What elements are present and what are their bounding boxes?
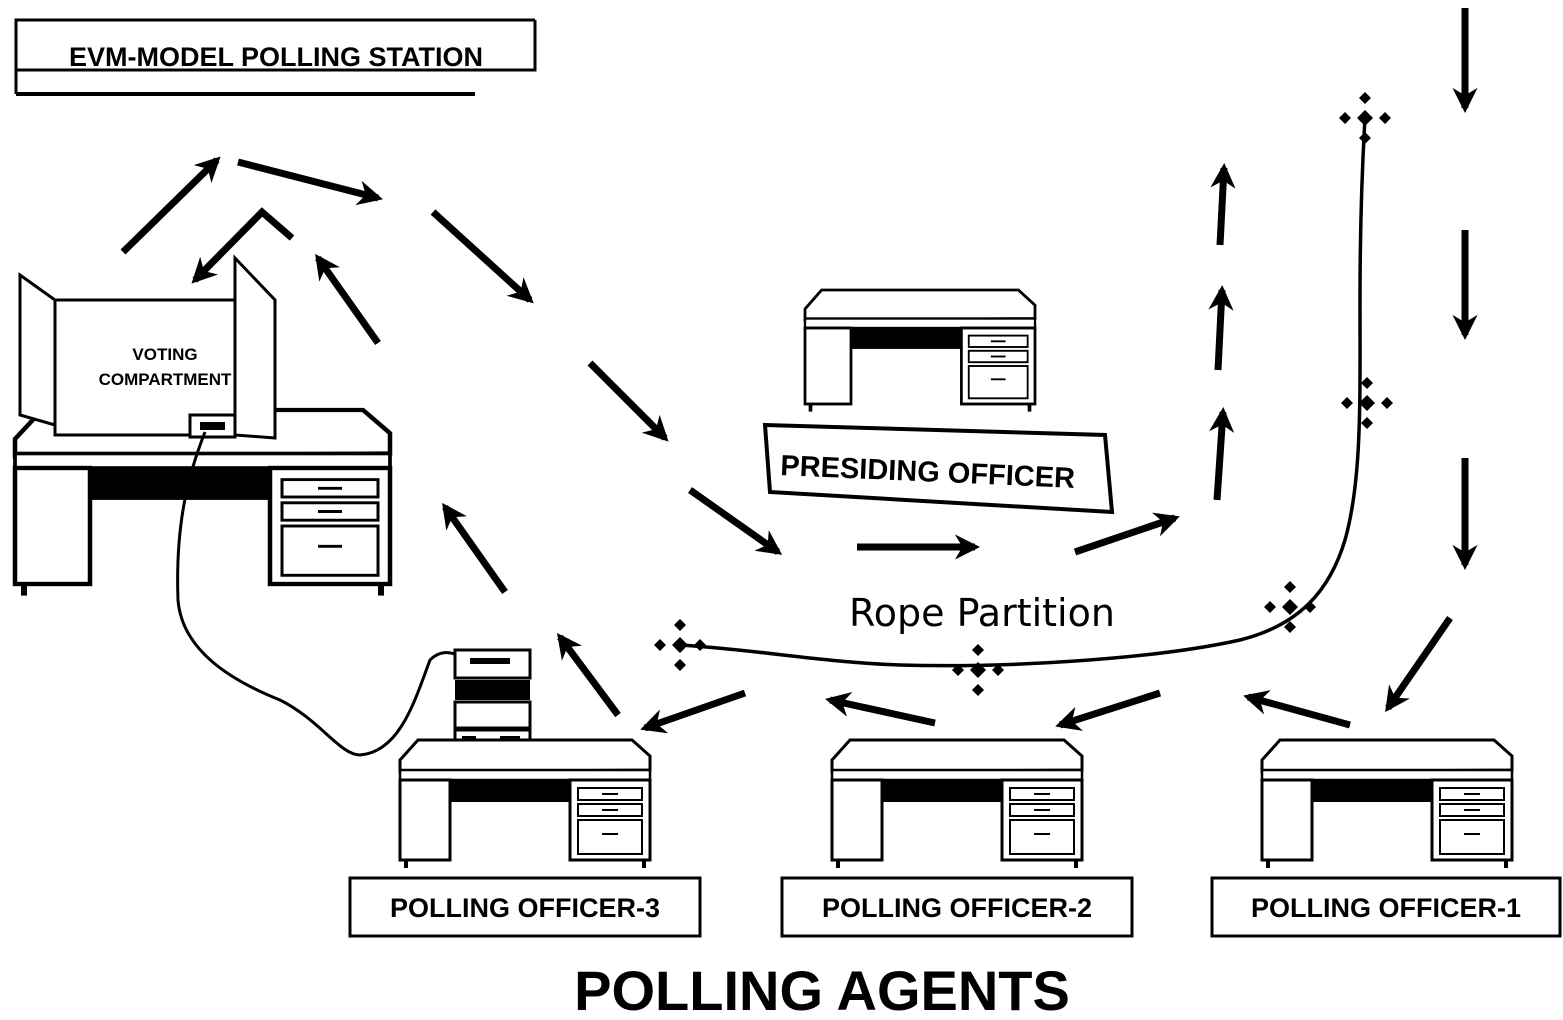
control-unit-middle — [455, 680, 530, 700]
polling-officer-1-frame — [1210, 876, 1562, 938]
polling-officer-3-label-box: POLLING OFFICER-3 — [348, 876, 702, 938]
exit-arrow-5 — [687, 487, 783, 555]
polling-officer-3-desk — [398, 738, 652, 870]
exit-arrow-4 — [587, 360, 669, 442]
compartment-entry-arrow — [315, 253, 381, 346]
polling-agents-label: POLLING AGENTS — [574, 959, 1070, 1020]
presiding-officer-sign — [762, 422, 1115, 515]
exit-arrow-2 — [237, 158, 383, 206]
to-officer-2-arrow — [1055, 689, 1162, 731]
title-box: EVM-MODEL POLLING STATION — [14, 18, 537, 96]
polling-officer-2-label-box: POLLING OFFICER-2 — [780, 876, 1134, 938]
polling-officer-3-frame — [348, 876, 702, 938]
rope-stanchion-2 — [1341, 377, 1393, 429]
exit-arrow-10 — [1210, 162, 1236, 246]
officer-2-arrow — [825, 692, 936, 727]
to-compartment-arrow — [442, 502, 508, 595]
exit-arrow-7 — [1073, 512, 1180, 556]
center-screen-panel — [53, 298, 237, 437]
voting-compartment: VOTING COMPARTMENT — [15, 254, 390, 596]
polling-officer-2-frame — [780, 876, 1134, 938]
polling-officer-2-label: POLLING OFFICER-2 — [822, 893, 1092, 923]
compartment-turn-arrow — [191, 207, 295, 284]
rope-stanchion-4 — [952, 644, 1004, 696]
polling-officer-1-label: POLLING OFFICER-1 — [1251, 893, 1521, 923]
left-screen-panel — [18, 272, 57, 427]
polling-officer-2-desk — [830, 738, 1084, 870]
rope-stanchion-5 — [654, 619, 706, 671]
exit-arrow-8 — [1209, 406, 1235, 501]
rope-partition-line — [679, 117, 1367, 668]
exit-arrow-9 — [1208, 284, 1234, 371]
control-unit-lower — [453, 700, 532, 730]
evm-cable — [176, 431, 459, 757]
officer-3-arrow — [556, 632, 621, 718]
polling-officer-1-label-box: POLLING OFFICER-1 — [1210, 876, 1562, 938]
polling-officer-1-desk — [1260, 738, 1514, 870]
rope-stanchion-3 — [1264, 581, 1316, 633]
rope-stanchion-1 — [1339, 92, 1391, 144]
voting-label-line2: COMPARTMENT — [99, 370, 232, 389]
exit-arrow-1 — [120, 156, 221, 255]
page-title: EVM-MODEL POLLING STATION — [69, 42, 483, 72]
voter-flow-arrows — [120, 8, 1478, 734]
voting-label-line1: VOTING — [132, 345, 197, 364]
presiding-officer-station: PRESIDING OFFICER — [762, 288, 1115, 515]
right-screen-panel — [233, 254, 277, 440]
to-officer-3-arrow — [640, 689, 747, 734]
control-unit-display — [470, 658, 510, 664]
ballot-unit-slot — [200, 422, 225, 430]
presiding-officer-desk — [803, 288, 1037, 414]
rope-partition-label: Rope Partition — [849, 591, 1115, 635]
exit-arrow-3 — [430, 209, 534, 304]
entry-arrow-4 — [1385, 616, 1453, 713]
polling-officer-3-label: POLLING OFFICER-3 — [390, 893, 660, 923]
officer-1-arrow — [1243, 690, 1351, 729]
